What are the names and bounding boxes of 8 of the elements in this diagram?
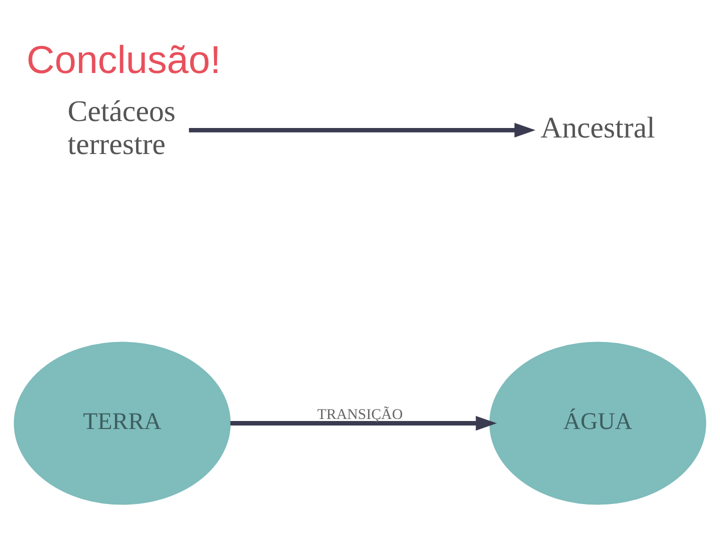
edge-label: TRANSIÇÃO	[317, 406, 403, 423]
node-text: Ancestral	[540, 112, 656, 145]
diagram-title: Conclusão!	[26, 39, 221, 82]
arrow	[230, 416, 497, 431]
node-ellipse: TERRA	[14, 342, 231, 505]
node-text: Cetáceos terrestre	[68, 95, 176, 162]
node-ellipse: ÁGUA	[489, 342, 706, 505]
arrow	[188, 122, 536, 138]
